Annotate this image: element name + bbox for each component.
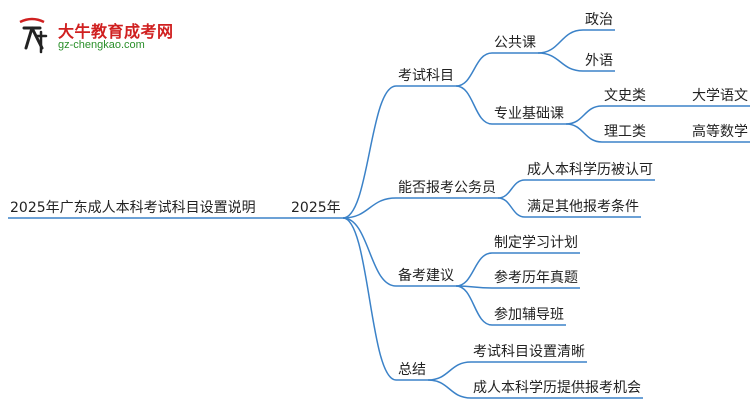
branch-civil-service: 能否报考公务员 (398, 180, 496, 196)
node-degree-recognized: 成人本科学历被认可 (527, 162, 653, 178)
brand-url: gz-chengkao.com (58, 39, 145, 51)
node-public-courses: 公共课 (494, 35, 536, 51)
node-clear-subjects: 考试科目设置清晰 (473, 344, 585, 360)
node-make-study-plan: 制定学习计划 (494, 235, 578, 251)
node-politics: 政治 (585, 12, 613, 28)
node-liberal-arts: 文史类 (604, 88, 646, 104)
node-foreign-language: 外语 (585, 53, 613, 69)
node-science-engineering: 理工类 (604, 124, 646, 140)
root-node: 2025年广东成人本科考试科目设置说明 (10, 200, 256, 216)
node-degree-opportunity: 成人本科学历提供报考机会 (473, 380, 641, 396)
node-advanced-math: 高等数学 (692, 124, 748, 140)
brand-logo-icon (19, 17, 48, 54)
branch-exam-subjects: 考试科目 (398, 68, 454, 84)
node-tutoring-class: 参加辅导班 (494, 307, 564, 323)
branch-study-advice: 备考建议 (398, 268, 454, 284)
node-college-chinese: 大学语文 (692, 88, 748, 104)
branch-summary: 总结 (398, 362, 426, 378)
node-major-basic-courses: 专业基础课 (494, 106, 564, 122)
brand-name: 大牛教育成考网 (58, 22, 174, 41)
node-past-exam-papers: 参考历年真题 (494, 270, 578, 286)
brand-logo: 大牛教育成考网 gz-chengkao.com (6, 12, 176, 58)
year-node: 2025年 (291, 200, 341, 216)
node-meet-other-conditions: 满足其他报考条件 (527, 199, 639, 215)
